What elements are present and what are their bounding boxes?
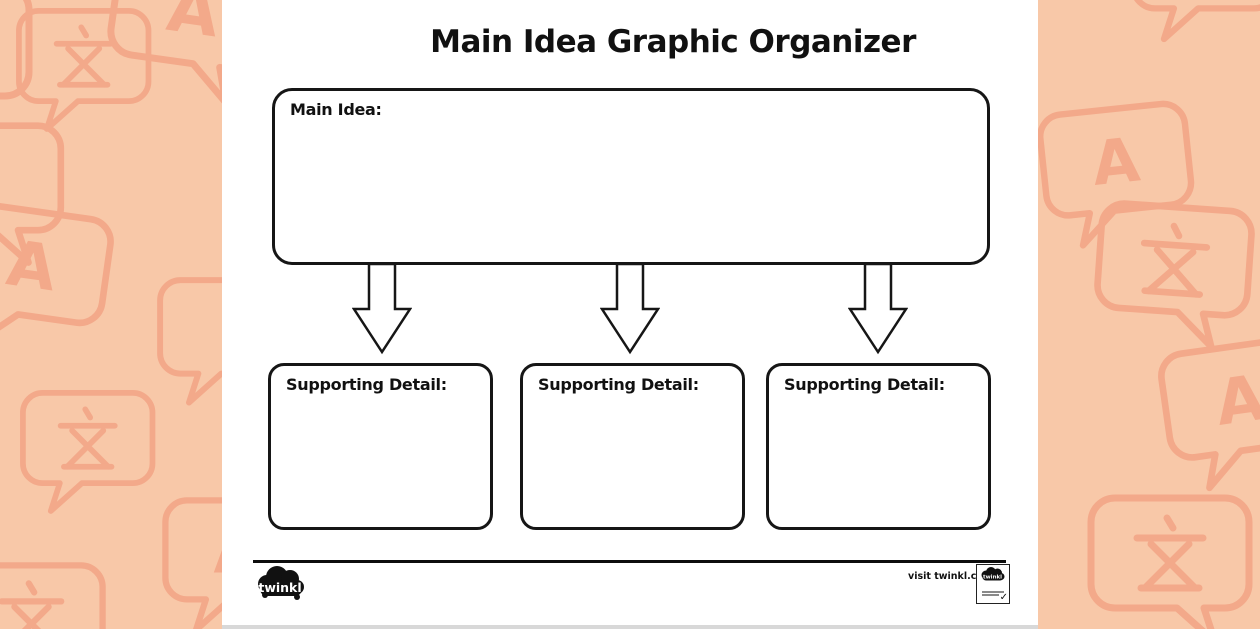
down-arrow (352, 263, 412, 355)
down-arrow (600, 263, 660, 355)
supporting-detail-field[interactable] (781, 400, 976, 517)
twinkl-quality-badge: twinkl ✓ (976, 564, 1010, 604)
twinkl-badge-logo-text: twinkl (983, 575, 1002, 581)
twinkl-badge-logo: twinkl (981, 567, 1005, 581)
badge-small-print (982, 590, 1004, 593)
twinkl-logo: twinkl (258, 566, 304, 600)
footer-divider (253, 560, 1006, 563)
visit-twinkl-link: visit twinkl.com (908, 571, 993, 582)
main-idea-box: Main Idea: (272, 88, 990, 265)
badge-small-print (982, 594, 999, 596)
supporting-detail-box: Supporting Detail: (520, 363, 745, 530)
supporting-detail-label: Supporting Detail: (538, 375, 699, 394)
supporting-detail-box: Supporting Detail: (766, 363, 991, 530)
down-arrow (848, 263, 908, 355)
supporting-detail-box: Supporting Detail: (268, 363, 493, 530)
supporting-detail-field[interactable] (535, 400, 730, 517)
main-idea-label: Main Idea: (290, 100, 382, 119)
supporting-detail-label: Supporting Detail: (286, 375, 447, 394)
page-title: Main Idea Graphic Organizer (430, 24, 916, 60)
supporting-detail-field[interactable] (283, 400, 478, 517)
main-idea-field[interactable] (287, 125, 975, 252)
supporting-detail-label: Supporting Detail: (784, 375, 945, 394)
twinkl-logo-text: twinkl (258, 580, 301, 595)
check-icon: ✓ (999, 592, 1008, 603)
